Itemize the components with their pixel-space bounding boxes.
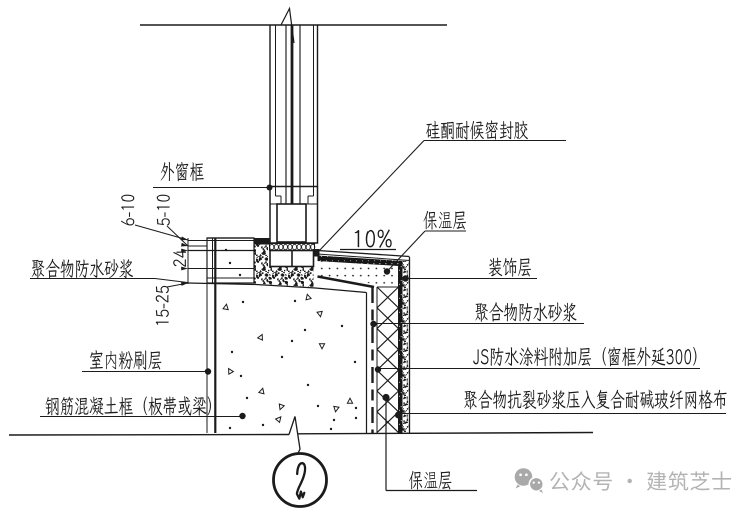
watermark: 公众号 · 建筑芝士: [514, 468, 732, 493]
bottom-break-line-left: [8, 433, 290, 436]
js-coating-leader-dot: [374, 366, 382, 373]
insulation-top-leader-dot: [383, 268, 391, 275]
anticrack-leader-dot: [394, 411, 403, 419]
interior-plaster-leader-dot: [204, 368, 212, 375]
bottom-break-zigzag: [288, 416, 301, 455]
dim2-leader: [166, 225, 189, 247]
sill-slope-top-line: [317, 249, 410, 258]
rc-frame-leader-dot: [239, 412, 246, 420]
detail-number: 2: [295, 462, 307, 500]
insulation-top-leader: [386, 230, 426, 272]
sill-slope-second-line: [317, 253, 410, 261]
insulation-bottom-leader-dot: [382, 393, 390, 402]
insulation-crosshatch: [376, 286, 399, 434]
wechat-icon: [514, 468, 545, 493]
window-frame-leader-dot: [266, 184, 273, 191]
sealant-block-right: [313, 249, 320, 257]
sill-insulation-block: [317, 261, 399, 287]
waterproof-mortar-right-dot: [370, 320, 377, 328]
dimension-arrow: [180, 242, 188, 247]
concrete-top-line: [187, 282, 367, 294]
decoration-layer-strip: [402, 261, 410, 433]
sealant-leader: [318, 140, 425, 252]
bottom-break-line-right: [297, 431, 594, 435]
window-sash-outline: [276, 203, 307, 243]
glazing-break-zigzag: [280, 6, 295, 44]
waterproof-mortar-bed: [254, 244, 314, 287]
dimension-arrow: [181, 266, 188, 271]
detail-bubble-circle: [272, 452, 328, 508]
decoration-leader-dot: [402, 275, 409, 282]
sealant-block-left: [254, 238, 270, 245]
concrete-aggregate-marks: [222, 248, 358, 431]
bedding-band-pattern: [269, 243, 316, 251]
sill-insulation-bottom-line: [317, 275, 375, 289]
dim4-leader: [166, 282, 189, 288]
waterproof-mortar-left-leader: [154, 277, 188, 284]
